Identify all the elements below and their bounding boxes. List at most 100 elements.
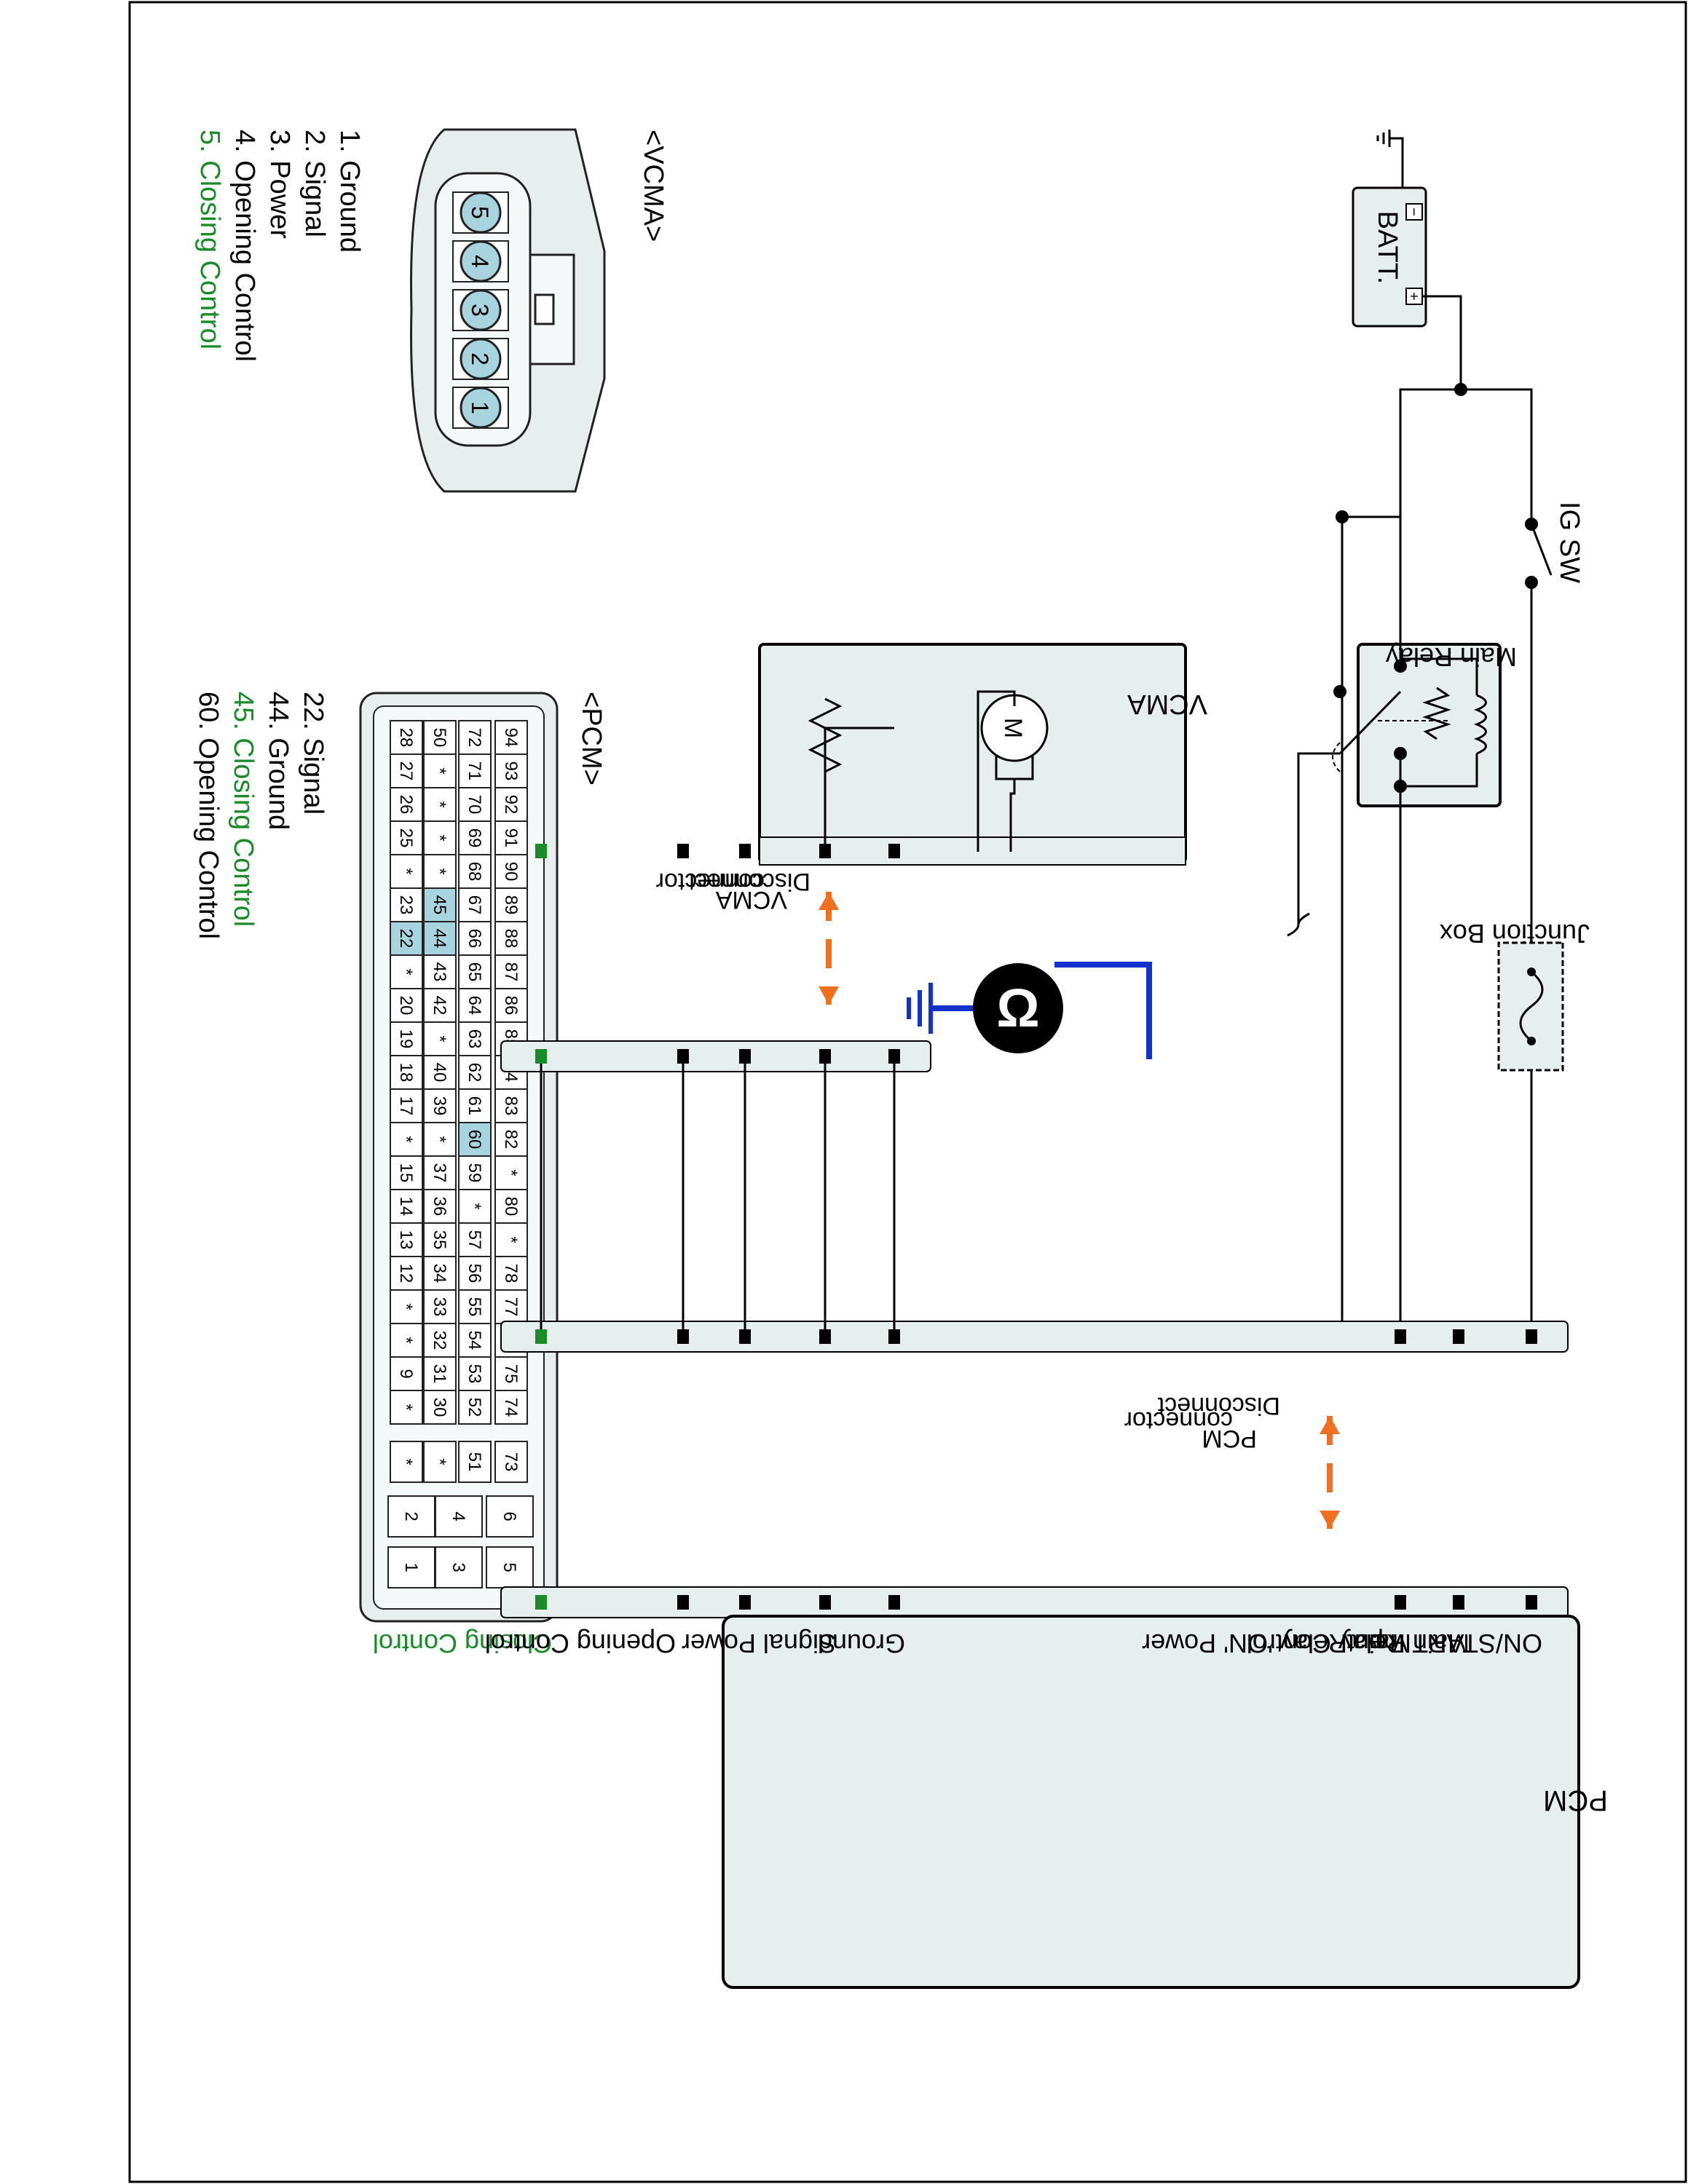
pcm-pin-cell — [494, 1356, 528, 1391]
battery-ground-icon — [1376, 130, 1397, 147]
pcm-legend-item: 44. Ground — [263, 692, 293, 830]
pcm-pin-cell — [390, 988, 423, 1023]
pcm-pin-number: 94 — [501, 728, 521, 748]
junction-box-label: Junction Box — [1440, 919, 1590, 949]
vcma-legend-item: 1. Ground — [334, 130, 365, 253]
pcm-pin-number: 30 — [430, 1398, 449, 1417]
vcma-pin — [460, 387, 502, 429]
vcma-pin-number: 4 — [467, 255, 493, 268]
pcm-pin-number: 90 — [501, 862, 521, 882]
pcm-pin-number: 33 — [430, 1297, 449, 1317]
pcm-pin-number: 40 — [430, 1063, 449, 1083]
relay-coil-icon — [1473, 694, 1487, 755]
pcm-pin-number: 9 — [396, 1369, 416, 1378]
pcm-pin-number: 36 — [430, 1197, 449, 1216]
pcm-pin-number: 92 — [501, 795, 521, 815]
pcm-pin-cell — [387, 1495, 435, 1538]
pcm-pin-number: 3 — [449, 1562, 468, 1572]
pcm-pin-cell — [458, 1155, 492, 1190]
pcm-pin-number: 45 — [430, 895, 449, 915]
connector-pin — [819, 1329, 831, 1344]
pcm-pin-cell — [423, 720, 457, 755]
pcm-pin-number: * — [396, 1337, 416, 1343]
pcm-pin-cell — [423, 854, 457, 889]
connector-pin — [535, 1049, 547, 1064]
pcm-pin-cell — [494, 1390, 528, 1425]
pcm-pin-cell — [390, 1289, 423, 1324]
pcm-pin-number: 13 — [396, 1230, 416, 1250]
pcm-pin-number: 60 — [465, 1130, 484, 1150]
pcm-pin-number: 12 — [396, 1264, 416, 1283]
fuse-icon — [1519, 970, 1544, 1042]
pcm-terminal-label: Main Relay 'ON' Power — [1142, 1629, 1411, 1658]
wire-to-igsw — [1461, 388, 1533, 521]
vcma-legend-item: 2. Signal — [299, 130, 330, 237]
vcma-legend-item: 4. Opening Control — [229, 130, 260, 362]
pcm-pin-number: 27 — [396, 761, 416, 781]
pcm-pin-number: 31 — [430, 1364, 449, 1384]
pcm-label: PCM — [1543, 1784, 1608, 1816]
motor-lead-a — [977, 690, 1016, 852]
pcm-pin-number: 91 — [501, 828, 521, 848]
pcm-pin-cell — [494, 787, 528, 822]
pcm-pin-cell — [423, 1323, 457, 1358]
battery-label: BATT. — [1372, 211, 1403, 285]
pcm-connector-view: 94939291908988878685848382*80*7877*75747… — [359, 692, 559, 1623]
pcm-pin-cell — [423, 1356, 457, 1391]
pcm-connector-title: <PCM> — [576, 692, 607, 786]
pcm-pin-cell — [390, 921, 423, 956]
pcm-pin-cell — [494, 854, 528, 889]
main-relay — [1357, 643, 1502, 807]
pcm-pin-number: 88 — [501, 929, 521, 949]
pcm-terminal-label: Opening Control — [485, 1629, 676, 1658]
pcm-pin-cell — [423, 1122, 457, 1157]
main-relay-label: Main Relay — [1386, 642, 1517, 672]
pcm-pin-number: 61 — [465, 1096, 484, 1116]
potentiometer-icon — [808, 697, 843, 773]
circuit: BATT. − + IG SW Junction Box Main Relay — [373, 130, 1608, 1989]
pcm-pin-number: * — [396, 1136, 416, 1142]
pcm-pin-number: 82 — [501, 1130, 521, 1150]
pcm-pin-cell — [390, 1390, 423, 1425]
disconnect-vcma-line2: VCMA — [715, 886, 787, 914]
pcm-legend-item: 45. Closing Control — [228, 692, 259, 927]
pcm-pin-number: 56 — [465, 1264, 484, 1283]
connector-pin — [677, 1329, 689, 1344]
disconnect-pcm-arrow — [1320, 1416, 1340, 1529]
pcm-pin-cell — [458, 1088, 492, 1123]
pcm-pin-number: * — [430, 834, 449, 841]
vcma-legend-item: 5. Closing Control — [194, 130, 225, 349]
pcm-pin-number: 14 — [396, 1197, 416, 1216]
pcm-pin-cell — [458, 1189, 492, 1224]
pcm-pin-number: 73 — [501, 1452, 521, 1472]
battery-neg-terminal — [1405, 203, 1423, 221]
pcm-pin-cell — [494, 954, 528, 989]
connector-pin — [888, 1329, 900, 1344]
pcm-terminal-label: ON/START Input — [1347, 1629, 1542, 1658]
connector-pin — [739, 1595, 751, 1610]
vcma-pin — [460, 289, 502, 331]
vcma-connector-strip-top — [759, 836, 1186, 866]
connector-pin — [677, 1049, 689, 1064]
pcm-pin-number: 55 — [465, 1297, 484, 1317]
pcm-pin-cell — [390, 1256, 423, 1291]
pcm-pin-number: 42 — [430, 996, 449, 1016]
pcm-pin-number: 53 — [465, 1364, 484, 1384]
pcm-pin-number: 78 — [501, 1264, 521, 1283]
pcm-pin-number: 51 — [465, 1452, 484, 1472]
pcm-pin-number: 20 — [396, 996, 416, 1016]
vcma-pin — [460, 338, 502, 380]
pcm-pin-cell — [494, 1256, 528, 1291]
pcm-pin-cell — [435, 1495, 483, 1538]
pcm-legend-item: 60. Opening Control — [193, 692, 224, 939]
pcm-pin-cell — [458, 1289, 492, 1324]
pcm-pin-number: 26 — [396, 795, 416, 815]
pcm-pin-cell — [390, 820, 423, 855]
connector-pin — [739, 1049, 751, 1064]
pcm-pin-number: 15 — [396, 1163, 416, 1183]
vcma-pin-number: 1 — [467, 401, 493, 414]
pcm-pin-cell — [423, 753, 457, 788]
pcm-pin-cell — [486, 1546, 534, 1588]
